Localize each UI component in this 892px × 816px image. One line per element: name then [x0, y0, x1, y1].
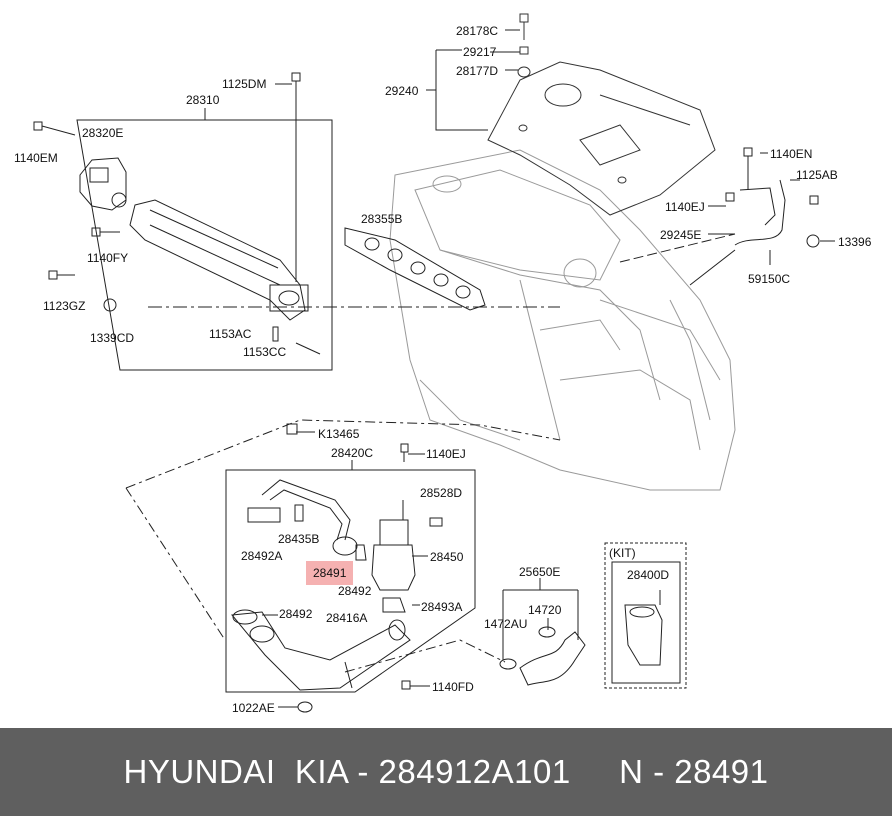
- callout-28493A: 28493A: [421, 600, 463, 614]
- callout-28416A: 28416A: [326, 611, 368, 625]
- callout-1140EM: 1140EM: [14, 151, 58, 165]
- pipe-59150c: [619, 147, 835, 286]
- engine-cover: [487, 61, 716, 216]
- callout-1153AC: 1153AC: [209, 327, 252, 341]
- callout-28528D: 28528D: [420, 486, 463, 500]
- callout-28492A: 28492A: [241, 549, 283, 563]
- callout-1125DM: 1125DM: [222, 77, 267, 91]
- part-number-text: HYUNDAI KIA - 284912A101 N - 28491: [123, 753, 769, 790]
- callout-28178C: 28178C: [456, 24, 499, 38]
- highlight-28491: [306, 561, 353, 585]
- callout-29217: 29217: [463, 45, 497, 59]
- cover-bolts: [517, 13, 531, 78]
- leaders-top: [275, 29, 520, 131]
- callout-28400D: 28400D: [627, 568, 670, 582]
- callout-1125AB: 1125AB: [796, 168, 838, 182]
- callout-59150C: 59150C: [748, 272, 791, 286]
- parts-diagram: 28178C 29217 28177D 29240 1125DM 28310 2…: [14, 13, 872, 715]
- callout-25650E: 25650E: [519, 565, 561, 579]
- diagram-drawing: [33, 13, 835, 713]
- callout-28320E: 28320E: [82, 126, 124, 140]
- callout-28177D: 28177D: [456, 64, 499, 78]
- callout-28435B: 28435B: [278, 532, 320, 546]
- egr-pipe-box: [225, 423, 476, 693]
- callout-1140EJ-mid: 1140EJ: [426, 447, 466, 461]
- kit-box: [604, 542, 687, 689]
- callout-28420C: 28420C: [331, 446, 374, 460]
- callout-29245E: 29245E: [660, 228, 702, 242]
- callout-1140EN: 1140EN: [770, 147, 813, 161]
- callout-28491: 28491: [313, 566, 347, 580]
- egr-cooler-box: [76, 72, 560, 371]
- pipe-28420c: [247, 479, 367, 561]
- callout-13396: 13396: [838, 235, 872, 249]
- callout-1339CD: 1339CD: [90, 331, 135, 345]
- callout-28355B: 28355B: [361, 212, 403, 226]
- egr-valve-28320e: [79, 157, 127, 211]
- callout-1153CC: 1153CC: [243, 345, 287, 359]
- callout-29240: 29240: [385, 84, 419, 98]
- callout-1140FY: 1140FY: [87, 251, 129, 265]
- dashed-guides: [125, 419, 561, 673]
- callout-28450: 28450: [430, 550, 464, 564]
- callout-28492-a: 28492: [338, 584, 372, 598]
- callout-14720: 14720: [528, 603, 562, 617]
- callout-28492-b: 28492: [279, 607, 313, 621]
- callout-K13465: K13465: [318, 427, 360, 441]
- callout-1123GZ: 1123GZ: [43, 299, 86, 313]
- engine-block: [389, 149, 736, 491]
- egr-cooler: [129, 199, 309, 321]
- callout-1140FD: 1140FD: [432, 680, 474, 694]
- pipe-28416a: [231, 609, 430, 713]
- callout-28310: 28310: [186, 93, 220, 107]
- hose-25650e: [499, 578, 586, 686]
- manifold-gasket-28355b: [344, 227, 486, 311]
- kit-label: (KIT): [609, 546, 636, 560]
- part-number-banner: HYUNDAI KIA - 284912A101 N - 28491: [0, 728, 892, 816]
- callout-1022AE: 1022AE: [232, 701, 275, 715]
- egr-valve-28450: [371, 500, 443, 613]
- left-bolts: [33, 121, 321, 355]
- callout-1140EJ-top: 1140EJ: [665, 200, 705, 214]
- callout-1472AU: 1472AU: [484, 617, 528, 631]
